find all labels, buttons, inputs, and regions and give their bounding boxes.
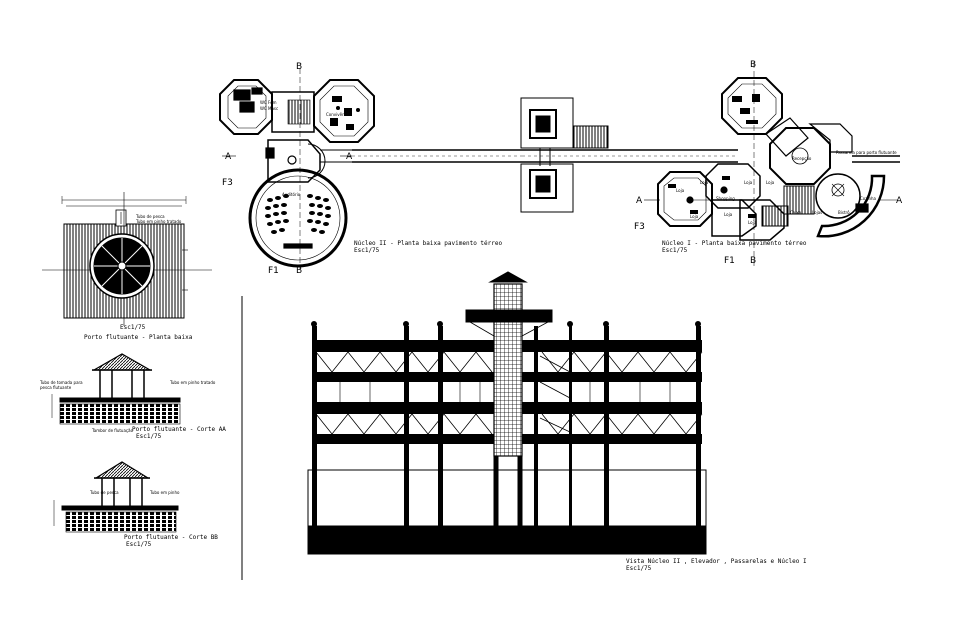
- auditorium-seats: [265, 194, 331, 234]
- plan-left-title: Núcleo II - Planta baixa pavimento térre…: [354, 240, 503, 247]
- elevation-drawing: [307, 271, 707, 555]
- label-wc-masc: WC Masc: [260, 106, 279, 111]
- marker-b-top-left: B: [296, 62, 303, 72]
- marker-b-top-right: B: [750, 60, 757, 70]
- label-loja-e: Loja: [690, 214, 699, 219]
- porto-aa-note-a: Tubo de tomada para: [40, 380, 83, 385]
- plan-elevator-core: [520, 97, 738, 213]
- porto-planta-title: Porto flutuante - Planta baixa: [84, 334, 193, 341]
- elevation-title: Vista Núcleo II , Elevador , Passarelas …: [626, 558, 807, 565]
- porto-bb-note-a: Tubo de pesca: [90, 490, 119, 495]
- label-caixa: Caixa: [790, 210, 802, 215]
- label-loja-a: Loja: [676, 188, 685, 193]
- porto-aa-scale: Esc1/75: [136, 433, 162, 440]
- marker-a-right-left: A: [636, 196, 643, 206]
- porto-aa-note-d: Tambor de flutuação: [92, 428, 134, 433]
- porto-planta-drawing: [42, 192, 212, 326]
- label-wc-fem: WC Fem: [260, 100, 277, 105]
- porto-bb-note-b: Tubo em pinho: [150, 490, 180, 495]
- plan-nucleo-i: [644, 62, 900, 268]
- label-recepcao: Recepção: [792, 156, 812, 161]
- label-convivencia: Convivência: [326, 112, 351, 117]
- elevation-scale: Esc1/75: [626, 565, 652, 572]
- porto-planta-scale: Esc1/75: [120, 324, 146, 331]
- porto-planta-note-a: Tubo de pesca: [136, 214, 165, 219]
- label-passarela: Passarela para porto flutuante: [836, 150, 897, 155]
- porto-aa-title: Porto flutuante - Corte AA: [132, 426, 226, 433]
- label-loja-b: Loja: [700, 180, 709, 185]
- porto-corte-aa-drawing: [51, 353, 181, 425]
- label-shopping: Shopping: [716, 196, 735, 201]
- plan-left-scale: Esc1/75: [354, 247, 380, 254]
- marker-f1-right: F1: [724, 256, 735, 266]
- label-loja-f: Loja: [724, 212, 733, 217]
- label-cozinha: Cozinha: [860, 196, 876, 201]
- label-loja-c: Loja: [744, 180, 753, 185]
- porto-aa-note-b: pesca flutuante: [40, 385, 72, 390]
- porto-bb-title: Porto flutuante - Corte BB: [124, 534, 218, 541]
- plan-nucleo-ii: [219, 68, 522, 270]
- marker-f3-left: F3: [222, 178, 233, 188]
- porto-planta-note-b: Tubo em pinho tratado: [136, 219, 182, 224]
- marker-a-left: A: [225, 152, 232, 162]
- marker-a-right: A: [896, 196, 903, 206]
- label-auditorio: Auditório: [282, 192, 301, 197]
- marker-f3-right: F3: [634, 222, 645, 232]
- porto-bb-scale: Esc1/75: [126, 541, 152, 548]
- plan-right-scale: Esc1/75: [662, 247, 688, 254]
- porto-corte-bb-drawing: [53, 461, 179, 533]
- label-bistro: Bistrô: [838, 210, 850, 215]
- marker-a-left-2: A: [346, 152, 353, 162]
- marker-b-bottom-right: B: [750, 256, 757, 266]
- marker-f1-left: F1: [268, 266, 279, 276]
- plan-right-title: Núcleo I - Planta baixa pavimento térreo: [662, 240, 807, 247]
- porto-aa-note-c: Tubo em pinho tratado: [170, 380, 216, 385]
- label-loja-d: Loja: [766, 180, 775, 185]
- marker-b-bottom-left: B: [296, 266, 303, 276]
- label-loja-g: Loja: [748, 220, 757, 225]
- label-lojas: Lojas: [812, 210, 823, 215]
